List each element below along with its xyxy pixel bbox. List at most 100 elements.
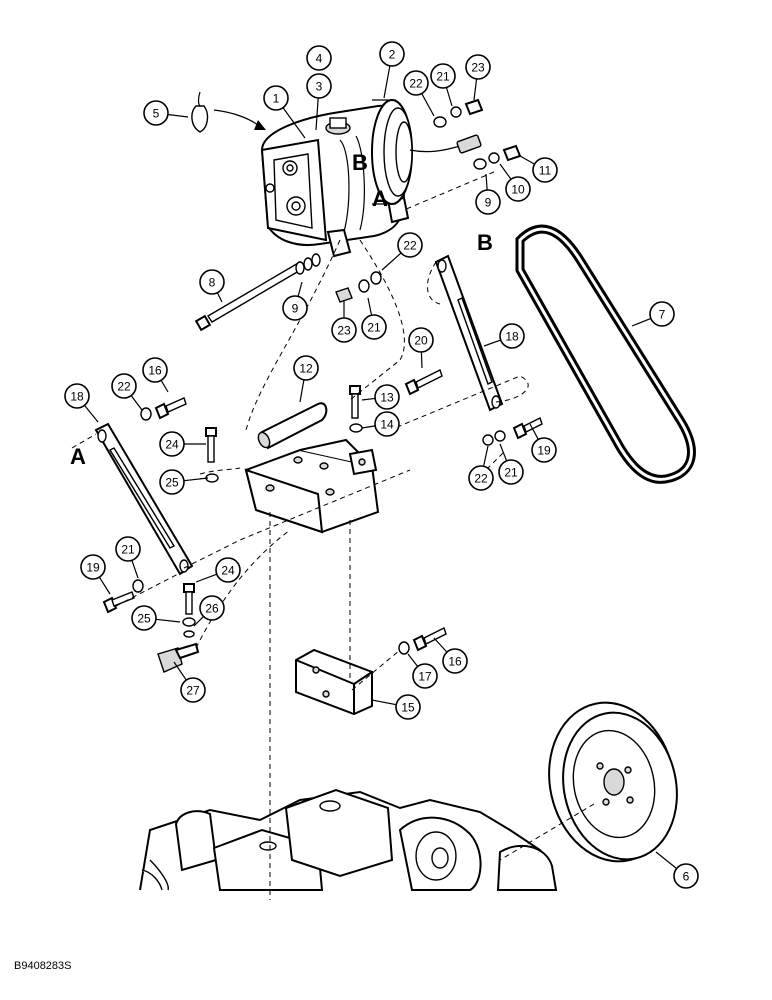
callout-19: 19 [531, 437, 557, 463]
callout-circle [282, 295, 308, 321]
callout-number: 27 [186, 684, 200, 698]
leader-line-9 [297, 281, 303, 297]
label-tag [191, 91, 266, 133]
callout-circle [468, 465, 494, 491]
callout-number: 5 [153, 107, 160, 121]
callout-circle [263, 85, 289, 111]
leader-line-14 [361, 425, 376, 429]
callout-number: 9 [485, 196, 492, 210]
callout-17: 17 [412, 663, 438, 689]
callout-25: 25 [159, 469, 185, 495]
callout-circle [374, 411, 400, 437]
callout-circle [180, 677, 206, 703]
callout-circle [379, 41, 405, 67]
callout-number: 2 [389, 48, 396, 62]
leader-line-11 [519, 155, 535, 165]
spacer-block [295, 627, 447, 716]
callout-11: 11 [532, 157, 558, 183]
callout-6: 6 [673, 863, 699, 889]
callout-18: 18 [499, 323, 525, 349]
callout-number: 6 [683, 870, 690, 884]
callout-circle [499, 323, 525, 349]
callout-circle [131, 605, 157, 631]
callout-number: 26 [205, 602, 219, 616]
callout-circle [442, 648, 468, 674]
callout-21: 21 [498, 459, 524, 485]
callout-circle [64, 383, 90, 409]
callout-number: 23 [471, 61, 485, 75]
callout-25: 25 [131, 605, 157, 631]
callout-number: 11 [539, 164, 552, 178]
callout-number: 16 [148, 364, 162, 378]
callout-16: 16 [442, 648, 468, 674]
callout-number: 4 [316, 52, 323, 66]
leader-line-26 [193, 616, 204, 627]
callout-16: 16 [142, 357, 168, 383]
callout-number: 25 [137, 612, 151, 626]
callout-number: 15 [401, 701, 415, 715]
callout-number: 23 [337, 324, 351, 338]
callout-circle [408, 327, 434, 353]
callout-number: 22 [409, 77, 423, 91]
callout-circle [143, 100, 169, 126]
callout-circle [142, 357, 168, 383]
leader-line-16 [433, 637, 448, 653]
callout-number: 25 [165, 476, 179, 490]
callout-number: 18 [70, 390, 84, 404]
leader-line-18 [483, 339, 501, 347]
callout-23: 23 [465, 54, 491, 80]
callout-14: 14 [374, 411, 400, 437]
callout-7: 7 [649, 301, 675, 327]
callout-8: 8 [199, 269, 225, 295]
callout-13: 13 [374, 384, 400, 410]
strap-right [434, 254, 504, 412]
reference-letter-a: A [70, 444, 86, 469]
callout-number: 22 [403, 239, 417, 253]
callout-number: 19 [537, 444, 551, 458]
strap-hardware-left [102, 579, 200, 673]
callout-21: 21 [361, 314, 387, 340]
callout-circle [331, 317, 357, 343]
bracket-hardware [140, 369, 443, 483]
callout-21: 21 [115, 536, 141, 562]
callout-number: 16 [448, 655, 462, 669]
clutch-wire [409, 134, 482, 154]
callout-2: 2 [379, 41, 405, 67]
callout-circle [115, 536, 141, 562]
leader-line-15 [371, 699, 397, 706]
strap-left [94, 422, 194, 576]
callout-9: 9 [282, 295, 308, 321]
leader-line-10 [499, 163, 512, 180]
callout-number: 9 [292, 302, 299, 316]
callout-circle [159, 469, 185, 495]
leader-line-6 [655, 851, 678, 869]
callout-number: 12 [299, 362, 313, 376]
callout-circle [673, 863, 699, 889]
callout-circle [80, 554, 106, 580]
callout-22: 22 [397, 232, 423, 258]
callout-number: 21 [436, 70, 450, 84]
leader-line-5 [167, 113, 189, 118]
strap-hardware-right [482, 417, 543, 446]
callout-number: 21 [504, 466, 518, 480]
callout-10: 10 [505, 176, 531, 202]
leader-line-21 [131, 560, 139, 579]
leader-line-2 [383, 65, 391, 99]
callout-circle [111, 373, 137, 399]
callout-18: 18 [64, 383, 90, 409]
leader-line-19 [98, 576, 111, 595]
callout-circle [498, 459, 524, 485]
callout-23: 23 [331, 317, 357, 343]
callout-24: 24 [215, 557, 241, 583]
callout-circle [465, 54, 491, 80]
callout-21: 21 [430, 63, 456, 89]
leader-line-3 [315, 97, 319, 131]
leader-line-23 [473, 78, 478, 101]
callout-circle [199, 269, 225, 295]
callout-circle [306, 45, 332, 71]
drive-belt [515, 224, 696, 484]
callout-number: 7 [659, 308, 666, 322]
leader-line-12 [299, 379, 305, 403]
callout-19: 19 [80, 554, 106, 580]
callout-number: 18 [505, 330, 519, 344]
